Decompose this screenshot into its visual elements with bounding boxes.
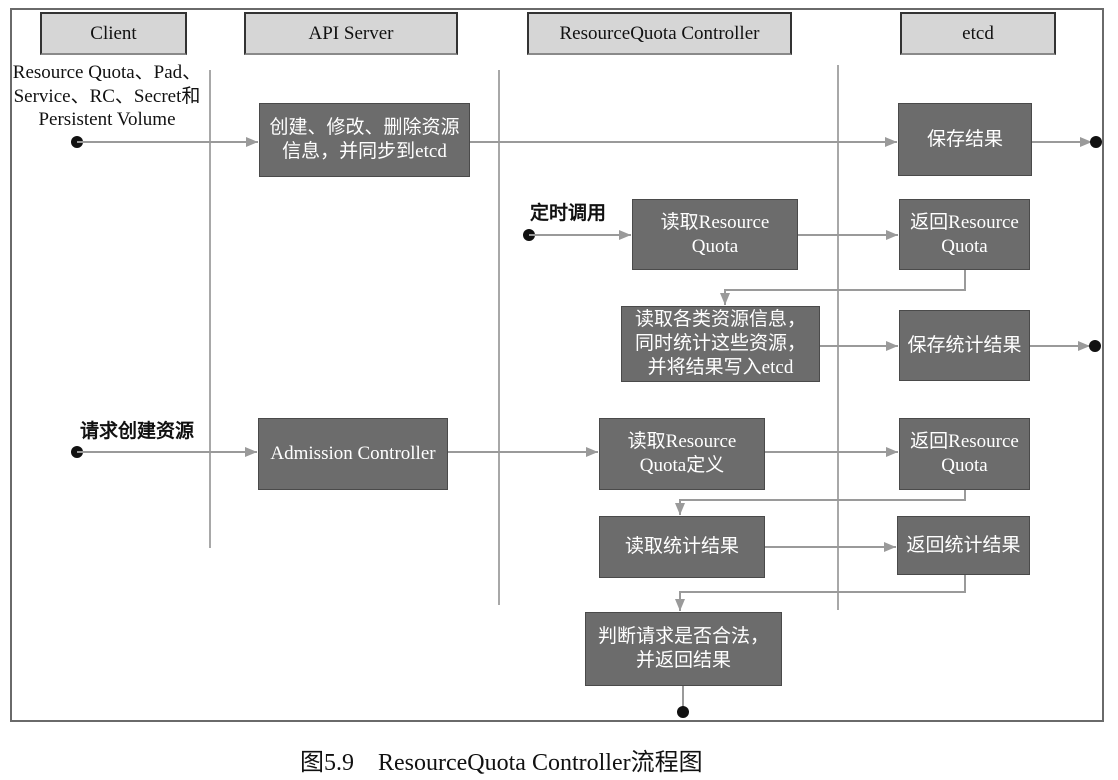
step-text-line: 判断请求是否合法， [597, 626, 769, 647]
arrow-return-usage-to-validate [675, 575, 966, 611]
lane-header-resourcequota-controller: ResourceQuota Controller [527, 12, 792, 55]
step-text-line: 读取统计结果 [624, 536, 739, 557]
step-text-line: 返回Resource [910, 431, 1019, 452]
step-read-usage: 读取统计结果 [599, 516, 765, 578]
step-text-line: 创建、修改、删除资源 [269, 117, 460, 138]
step-text-line: Quota [691, 235, 739, 257]
step-text-line: Quota定义 [639, 455, 725, 476]
step-read-quota-definition: 读取Resource Quota定义 [599, 418, 765, 490]
step-text-line: 保存结果 [926, 128, 1003, 150]
client-resource-note: Resource Quota、Pad、 Service、RC、Secret和 P… [4, 61, 210, 132]
step-text-line: 并将结果写入etcd [647, 357, 794, 378]
step-read-quota: 读取Resource Quota [632, 199, 798, 270]
diagram-frame [10, 8, 1104, 722]
step-return-quota-scheduled: 返回Resource Quota [899, 199, 1030, 270]
step-save-usage: 保存统计结果 [899, 310, 1030, 381]
step-text-line: 读取Resource [660, 211, 770, 233]
step-text-line: 读取各类资源信息， [634, 309, 806, 330]
step-validate-request: 判断请求是否合法， 并返回结果 [585, 612, 782, 686]
step-text-line: 同时统计这些资源， [634, 333, 806, 354]
scheduled-trigger-label: 定时调用 [530, 203, 607, 224]
step-text-line: 读取Resource [627, 431, 737, 452]
step-collect-usage: 读取各类资源信息， 同时统计这些资源， 并将结果写入etcd [621, 306, 820, 382]
lane-header-client: Client [40, 12, 187, 55]
step-admission-controller: Admission Controller [258, 418, 448, 490]
step-text-line: Quota [941, 235, 988, 257]
step-return-usage: 返回统计结果 [897, 516, 1030, 575]
validate-end-dot [677, 706, 689, 718]
step-text-line: 保存统计结果 [907, 334, 1022, 356]
step-text-line: 并返回结果 [635, 650, 731, 671]
step-text-line: Quota [941, 455, 988, 476]
arrow-return-quota-to-collect [720, 270, 966, 305]
save-usage-end-dot [1089, 340, 1101, 352]
client-note-line: Resource Quota、Pad、 [12, 62, 202, 83]
client-note-line: Persistent Volume [38, 109, 176, 130]
arrow-return-quota-to-read-usage [675, 490, 966, 515]
step-text-line: Admission Controller [270, 443, 436, 464]
create-request-trigger-label: 请求创建资源 [80, 421, 195, 442]
step-save-result: 保存结果 [898, 103, 1032, 176]
step-text-line: 返回统计结果 [906, 534, 1021, 556]
step-text-line: 返回Resource [910, 211, 1019, 233]
lane-header-api-server: API Server [244, 12, 458, 55]
client-note-line: Service、RC、Secret和 [13, 85, 201, 107]
save-end-dot [1090, 136, 1102, 148]
step-sync-resources: 创建、修改、删除资源 信息，并同步到etcd [259, 103, 470, 177]
figure-caption: 图5.9 ResourceQuota Controller流程图 [300, 750, 703, 776]
step-return-quota-request: 返回Resource Quota [899, 418, 1030, 490]
step-text-line: 信息，并同步到etcd [282, 141, 447, 162]
lane-header-etcd: etcd [900, 12, 1056, 55]
